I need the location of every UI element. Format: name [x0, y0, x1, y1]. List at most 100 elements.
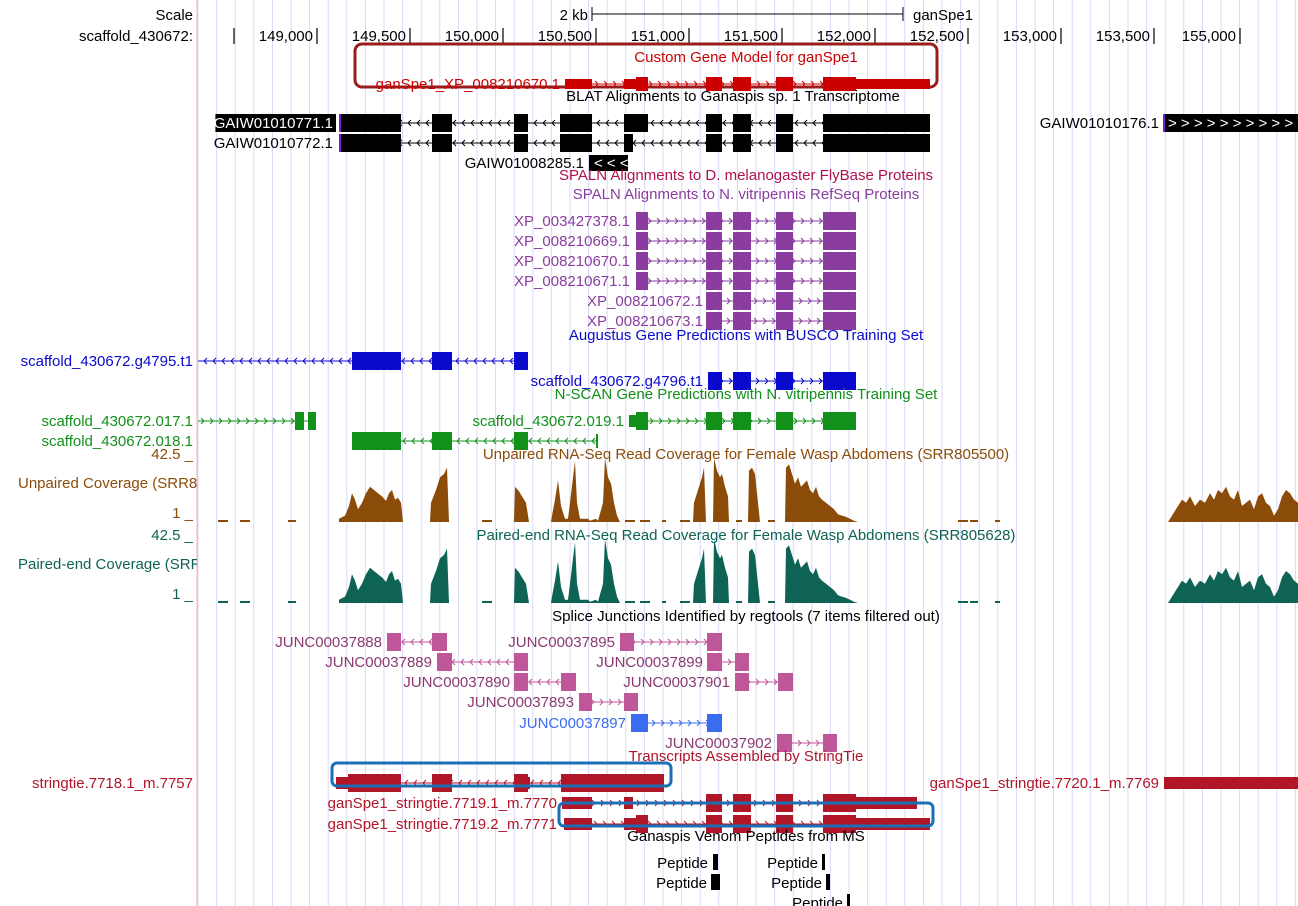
feature-label[interactable]: XP_008210671.1: [514, 273, 630, 290]
exon-block[interactable]: [733, 372, 751, 390]
exon-block[interactable]: [636, 252, 648, 270]
feature-gaiw01008285-1[interactable]: GAIW01008285.1< < <: [465, 155, 629, 172]
feature-junc00037889[interactable]: JUNC00037889: [325, 653, 528, 671]
feature-label[interactable]: JUNC00037889: [325, 654, 432, 671]
feature-label[interactable]: XP_008210673.1: [587, 313, 703, 330]
track-unpaired-coverage[interactable]: Unpaired RNA-Seq Read Coverage for Femal…: [18, 446, 1298, 522]
feature-xp-008210670-1[interactable]: XP_008210670.1: [514, 252, 856, 270]
exon-block[interactable]: [823, 212, 856, 230]
feature-ganspe1-stringtie-7720-1-m-7769[interactable]: ganSpe1_stringtie.7720.1_m.7769: [930, 775, 1298, 792]
exon-block[interactable]: [776, 272, 793, 290]
exon-block[interactable]: [432, 134, 452, 152]
exon-block[interactable]: [733, 212, 751, 230]
feature-xp-008210673-1[interactable]: XP_008210673.1: [587, 312, 856, 330]
exon-block[interactable]: [707, 714, 722, 732]
exon-block[interactable]: [778, 673, 793, 691]
exon-block[interactable]: [624, 693, 638, 711]
exon-block[interactable]: [514, 673, 528, 691]
track-paired-coverage[interactable]: Paired-end RNA-Seq Read Coverage for Fem…: [18, 527, 1298, 603]
exon-block[interactable]: [387, 633, 401, 651]
exon-block[interactable]: [733, 252, 751, 270]
exon-block[interactable]: [776, 232, 793, 250]
exon-block[interactable]: [733, 312, 751, 330]
feature-ganspe1-stringtie-7719-2-m-7771[interactable]: ganSpe1_stringtie.7719.2_m.7771: [328, 815, 930, 833]
feature-label[interactable]: ganSpe1_stringtie.7719.1_m.7770: [328, 795, 557, 812]
exon-block[interactable]: [514, 352, 528, 370]
peptide-feature[interactable]: Peptide: [767, 854, 825, 872]
exon-block[interactable]: [629, 415, 636, 427]
exon-block[interactable]: [514, 432, 528, 450]
feature-label[interactable]: JUNC00037893: [467, 694, 574, 711]
exon-block[interactable]: [823, 272, 856, 290]
feature-label[interactable]: stringtie.7718.1_m.7757: [32, 775, 193, 792]
exon-block[interactable]: [733, 114, 751, 132]
exon-block[interactable]: [733, 272, 751, 290]
feature-gaiw01010772-1[interactable]: GAIW01010772.1: [214, 134, 930, 152]
feature-label[interactable]: scaffold_430672.g4796.t1: [531, 373, 703, 390]
feature-label[interactable]: ganSpe1_XP_008210670.1: [376, 76, 560, 93]
exon-block[interactable]: [776, 292, 793, 310]
feature-label[interactable]: XP_003427378.1: [514, 213, 630, 230]
feature-label[interactable]: JUNC00037901: [623, 674, 730, 691]
peptide-block[interactable]: [822, 854, 825, 870]
exon-block[interactable]: [735, 673, 749, 691]
exon-block[interactable]: [589, 155, 628, 171]
exon-block[interactable]: [636, 232, 648, 250]
feature-label[interactable]: scaffold_430672.019.1: [472, 413, 624, 430]
exon-block[interactable]: [823, 252, 856, 270]
exon-block[interactable]: [432, 432, 452, 450]
coverage-tracks[interactable]: Unpaired RNA-Seq Read Coverage for Femal…: [18, 446, 1298, 603]
exon-block[interactable]: [823, 114, 930, 132]
feature-label[interactable]: JUNC00037902: [665, 735, 772, 752]
feature-label[interactable]: scaffold_430672.018.1: [41, 433, 193, 450]
exon-block[interactable]: [636, 212, 648, 230]
exon-block[interactable]: [560, 134, 592, 152]
exon-block[interactable]: [823, 312, 856, 330]
exon-block[interactable]: [733, 232, 751, 250]
feature-scaffold-430672-017-1[interactable]: scaffold_430672.017.1: [41, 412, 316, 430]
track-custom-gene-model[interactable]: Custom Gene Model for ganSpe1ganSpe1_XP_…: [353, 42, 939, 93]
track-augustus[interactable]: Augustus Gene Predictions with BUSCO Tra…: [21, 327, 924, 390]
exon-block[interactable]: [706, 412, 722, 430]
splice-junctions-track[interactable]: Splice Junctions Identified by regtools …: [275, 608, 940, 752]
exon-block[interactable]: [707, 653, 722, 671]
track-nscan[interactable]: N-SCAN Gene Predictions with N. vitripen…: [41, 386, 938, 450]
exon-block[interactable]: [620, 633, 634, 651]
peptide-feature[interactable]: Peptide: [792, 894, 850, 906]
exon-block[interactable]: [735, 653, 749, 671]
exon-block[interactable]: [528, 777, 530, 789]
exon-block[interactable]: [733, 412, 751, 430]
feature-label[interactable]: Peptide: [767, 855, 818, 872]
exon-block[interactable]: [631, 714, 648, 732]
track-blat-alignments[interactable]: BLAT Alignments to Ganaspis sp. 1 Transc…: [214, 88, 1298, 172]
exon-block[interactable]: [706, 815, 722, 833]
feature-label[interactable]: ganSpe1_stringtie.7719.2_m.7771: [328, 816, 557, 833]
feature-xp-008210669-1[interactable]: XP_008210669.1: [514, 232, 856, 250]
feature-gaiw01010771-1[interactable]: GAIW01010771.1: [214, 114, 930, 132]
feature-ganspe1-xp-008210670-1[interactable]: ganSpe1_XP_008210670.1: [376, 76, 930, 93]
feature-junc00037899[interactable]: JUNC00037899: [596, 653, 749, 671]
feature-label[interactable]: GAIW01010771.1: [214, 115, 333, 132]
exon-block[interactable]: [706, 134, 722, 152]
exon-block[interactable]: [565, 79, 592, 89]
feature-scaffold-430672-019-1[interactable]: scaffold_430672.019.1: [472, 412, 856, 430]
exon-block[interactable]: [706, 114, 722, 132]
exon-block[interactable]: [706, 212, 722, 230]
exon-block[interactable]: [777, 734, 792, 752]
feature-label[interactable]: GAIW01008285.1: [465, 155, 584, 172]
exon-block[interactable]: [437, 653, 452, 671]
exon-block[interactable]: [823, 734, 837, 752]
exon-block[interactable]: [514, 114, 528, 132]
exon-block[interactable]: [596, 434, 598, 448]
feature-junc00037902[interactable]: JUNC00037902: [665, 734, 837, 752]
exon-block[interactable]: [823, 232, 856, 250]
exon-block[interactable]: [432, 114, 452, 132]
feature-junc00037897[interactable]: JUNC00037897: [519, 714, 722, 732]
feature-tracks[interactable]: Custom Gene Model for ganSpe1ganSpe1_XP_…: [21, 42, 1298, 450]
peptide-block[interactable]: [826, 874, 830, 890]
peptide-block[interactable]: [713, 854, 718, 870]
feature-label[interactable]: Peptide: [657, 855, 708, 872]
exon-block[interactable]: [564, 818, 592, 830]
feature-label[interactable]: GAIW01010772.1: [214, 135, 333, 152]
